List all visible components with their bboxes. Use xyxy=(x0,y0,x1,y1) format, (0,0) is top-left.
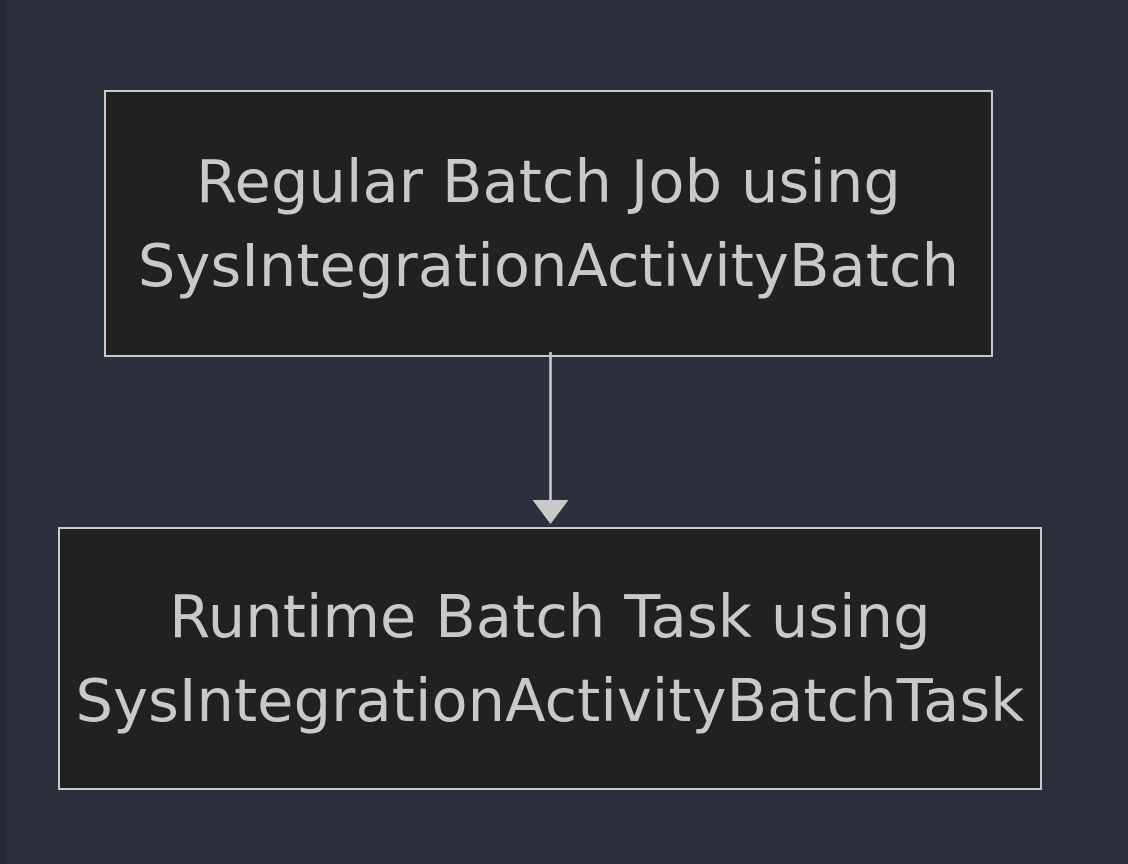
node-regular-batch-job-line1: Regular Batch Job using xyxy=(196,146,901,216)
node-regular-batch-job[interactable]: Regular Batch Job using SysIntegrationAc… xyxy=(104,90,993,357)
node-runtime-batch-task-line2: SysIntegrationActivityBatchTask xyxy=(75,665,1025,735)
node-runtime-batch-task-line1: Runtime Batch Task using xyxy=(169,581,931,651)
arrowhead-icon xyxy=(532,500,569,524)
edge-batch-to-task-arrow xyxy=(532,352,569,524)
left-edge-gutter xyxy=(0,0,7,864)
node-runtime-batch-task[interactable]: Runtime Batch Task using SysIntegrationA… xyxy=(58,527,1042,790)
node-regular-batch-job-line2: SysIntegrationActivityBatch xyxy=(137,230,960,300)
